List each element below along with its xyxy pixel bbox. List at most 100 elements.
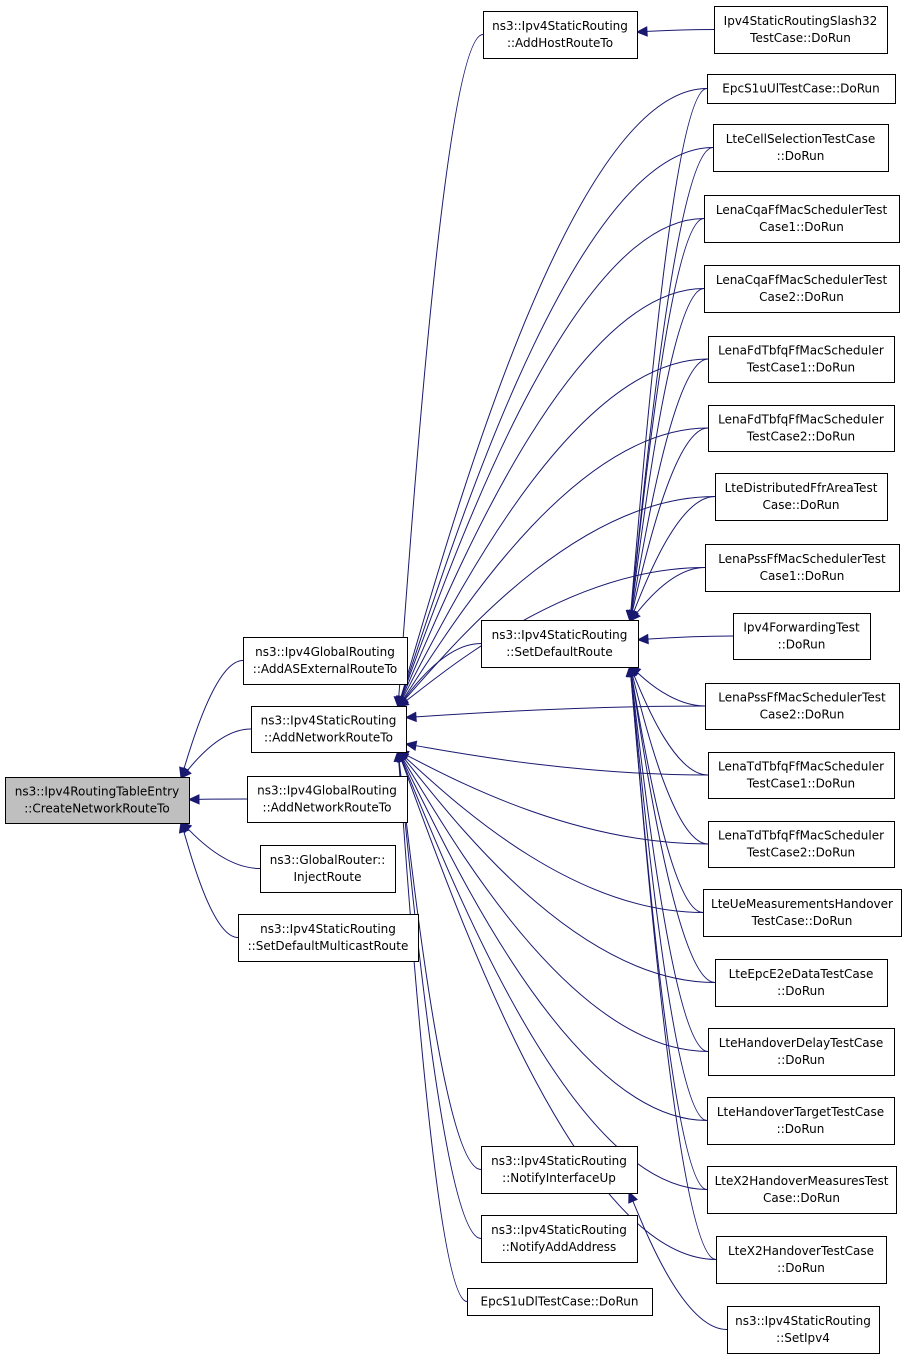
graph-node-epcUl[interactable]: EpcS1uUlTestCase::DoRun (707, 74, 896, 104)
node-label-line: LteUeMeasurementsHandover (711, 897, 893, 911)
edge-line (401, 760, 717, 1260)
node-label-line: ns3::GlobalRouter:: (270, 853, 386, 867)
graph-node-setIpv4[interactable]: ns3::Ipv4StaticRouting::SetIpv4 (727, 1306, 880, 1354)
node-label-line: ns3::Ipv4GlobalRouting (257, 784, 397, 798)
node-label-line: Case1::DoRun (760, 569, 845, 583)
node-label-line: LteHandoverDelayTestCase (719, 1036, 884, 1050)
node-box (704, 265, 900, 313)
node-label-line: LenaTdTbfqFfMacScheduler (718, 829, 884, 843)
graph-node-x2Ho[interactable]: LteX2HandoverTestCase::DoRun (716, 1236, 887, 1284)
graph-node-fwdTest[interactable]: Ipv4ForwardingTest::DoRun (733, 613, 871, 660)
edge-line (398, 760, 482, 1239)
graph-node-hoDelay[interactable]: LteHandoverDelayTestCase::DoRun (708, 1028, 895, 1076)
graph-node-globalAddNet[interactable]: ns3::Ipv4GlobalRouting::AddNetworkRouteT… (247, 776, 408, 823)
node-box (705, 544, 900, 592)
edge-line (400, 147, 714, 698)
graph-node-e2e[interactable]: LteEpcE2eDataTestCase::DoRun (715, 959, 888, 1007)
node-label-line: Ipv4ForwardingTest (743, 621, 860, 635)
graph-node-setDefMcast[interactable]: ns3::Ipv4StaticRouting::SetDefaultMultic… (238, 914, 419, 962)
call-edge-td2-to-setDefault (627, 664, 709, 845)
call-edge-ueMeas-to-staticAddNet (397, 750, 704, 913)
node-box (260, 845, 396, 893)
edge-line (400, 88, 708, 698)
edge-line (398, 34, 484, 698)
edge-line (404, 496, 716, 700)
call-edge-td1-to-staticAddNet (404, 740, 709, 776)
node-label-line: Ipv4StaticRoutingSlash32 (724, 14, 878, 28)
node-box (714, 6, 888, 54)
node-label-line: EpcS1uUlTestCase::DoRun (722, 82, 879, 96)
call-edge-setIpv4-to-notifyUp (628, 1190, 728, 1330)
node-label-line: ns3::Ipv4StaticRouting (491, 1154, 627, 1168)
edge-line (631, 675, 716, 983)
call-edge-x2Ho-to-staticAddNet (396, 749, 717, 1260)
edge-arrowhead (636, 633, 649, 645)
node-box (708, 1028, 895, 1076)
node-box (708, 405, 895, 452)
graph-node-cellSel[interactable]: LteCellSelectionTestCase::DoRun (713, 124, 889, 172)
node-box (703, 889, 902, 937)
edge-line (630, 675, 709, 1052)
edge-line (183, 831, 239, 938)
graph-node-globalAddAS[interactable]: ns3::Ipv4GlobalRouting::AddASExternalRou… (243, 637, 408, 685)
node-label-line: ::DoRun (778, 638, 826, 652)
graph-node-addHost[interactable]: ns3::Ipv4StaticRouting::AddHostRouteTo (483, 11, 638, 59)
node-label-line: ns3::Ipv4GlobalRouting (255, 645, 395, 659)
node-label-line: LenaFdTbfqFfMacScheduler (718, 413, 884, 427)
node-box (707, 1097, 895, 1145)
call-edge-pss2-to-setDefault (629, 665, 706, 707)
edge-line (630, 675, 708, 1121)
call-edge-slash32-to-addHost (635, 26, 715, 37)
node-label-line: ns3::Ipv4StaticRouting (260, 922, 396, 936)
node-box (707, 1166, 897, 1214)
edge-line (401, 760, 708, 1190)
edge-line (631, 675, 704, 913)
node-label-line: Case2::DoRun (760, 708, 845, 722)
edge-line (637, 672, 706, 707)
edge-line (403, 643, 482, 700)
edge-line (402, 759, 708, 1121)
edge-line (631, 427, 709, 612)
graph-node-epcDl[interactable]: EpcS1uDlTestCase::DoRun (467, 1288, 653, 1316)
graph-node-notifyUp[interactable]: ns3::Ipv4StaticRouting::NotifyInterfaceU… (481, 1146, 638, 1194)
edge-line (630, 88, 708, 612)
node-label-line: Case::DoRun (763, 1191, 840, 1205)
graph-node-root[interactable]: ns3::Ipv4RoutingTableEntry::CreateNetwor… (5, 777, 190, 824)
node-label-line: InjectRoute (294, 870, 362, 884)
edge-line (415, 745, 709, 776)
graph-node-injectRoute[interactable]: ns3::GlobalRouter::InjectRoute (260, 845, 396, 893)
node-box (481, 620, 639, 668)
edge-arrowhead (629, 609, 641, 622)
edge-line (402, 358, 709, 699)
call-edge-epcDl-to-staticAddNet (393, 749, 468, 1302)
node-box (715, 473, 888, 521)
node-label-line: LteCellSelectionTestCase (726, 132, 876, 146)
node-label-line: LteDistributedFfrAreaTest (725, 481, 878, 495)
call-edge-e2e-to-staticAddNet (397, 750, 716, 983)
graph-edges (178, 26, 734, 1330)
graph-node-notifyAddr[interactable]: ns3::Ipv4StaticRouting::NotifyAddAddress (481, 1215, 638, 1263)
node-label-line: ::SetDefaultMulticastRoute (248, 939, 409, 953)
graph-node-staticAddNet[interactable]: ns3::Ipv4StaticRouting::AddNetworkRouteT… (251, 706, 407, 753)
graph-node-setDefault[interactable]: ns3::Ipv4StaticRouting::SetDefaultRoute (481, 620, 639, 668)
node-label-line: TestCase2::DoRun (746, 430, 855, 444)
node-label-line: ::AddASExternalRouteTo (253, 662, 397, 676)
node-box (467, 1288, 653, 1316)
call-edge-staticAddNet-to-root (180, 728, 252, 779)
edge-arrowhead (404, 711, 417, 723)
graph-node-hoTarget[interactable]: LteHandoverTargetTestCase::DoRun (707, 1097, 895, 1145)
node-box (708, 752, 895, 799)
node-label-line: ::NotifyAddAddress (502, 1240, 617, 1254)
